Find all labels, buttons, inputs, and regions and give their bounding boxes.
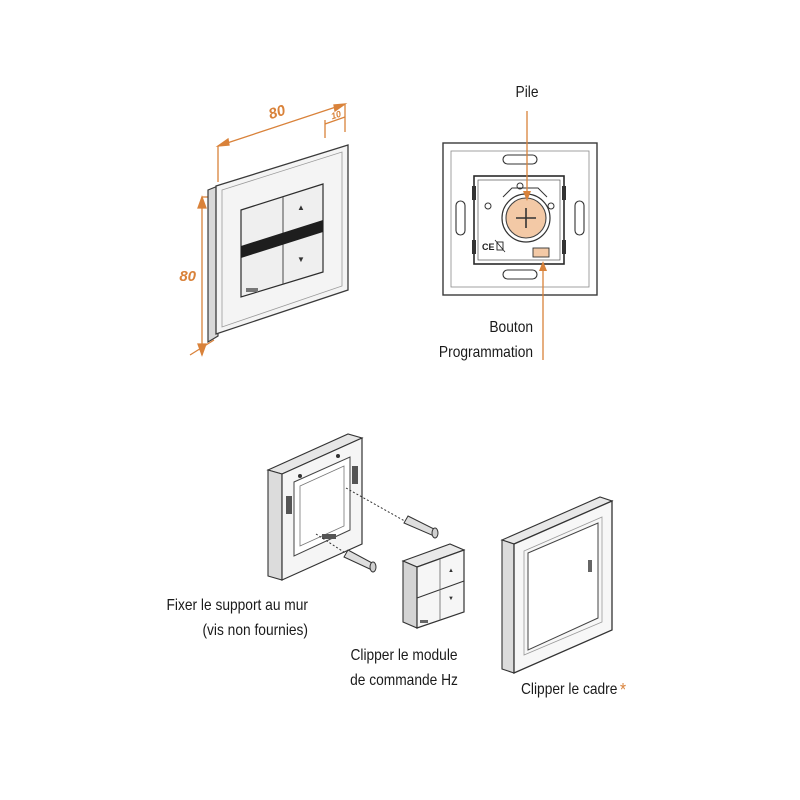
program-button (532, 247, 550, 258)
screws (315, 487, 439, 573)
step2-label-line2: de commande Hz (350, 672, 458, 689)
step3-asterisk: * (619, 680, 626, 700)
bouton-label-line1: Bouton (489, 319, 533, 336)
step1-label-line2: (vis non fournies) (202, 622, 308, 639)
command-module: ▲ ▼ (401, 543, 466, 629)
height-dimension-label: 80 (179, 268, 196, 285)
switch-plate-front: ▲ ▼ (207, 144, 349, 344)
bin-symbol-icon (496, 241, 504, 251)
step3-label: Clipper le cadre* (521, 680, 650, 700)
module-down-arrow: ▼ (448, 596, 454, 602)
front-up-arrow: ▲ (297, 203, 305, 212)
ce-marking: CE (482, 242, 495, 252)
step3-text: Clipper le cadre (521, 681, 618, 698)
step1-label-line1: Fixer le support au mur (166, 597, 308, 614)
module-up-arrow: ▲ (448, 568, 454, 574)
bouton-label-line2: Programmation (438, 344, 533, 361)
pile-label: Pile (515, 84, 539, 101)
decorative-frame (500, 496, 614, 674)
back-view-figure: CE (442, 111, 598, 360)
front-down-arrow: ▼ (297, 255, 305, 264)
mounting-support (266, 433, 364, 581)
step2-label-line1: Clipper le module (350, 647, 458, 664)
